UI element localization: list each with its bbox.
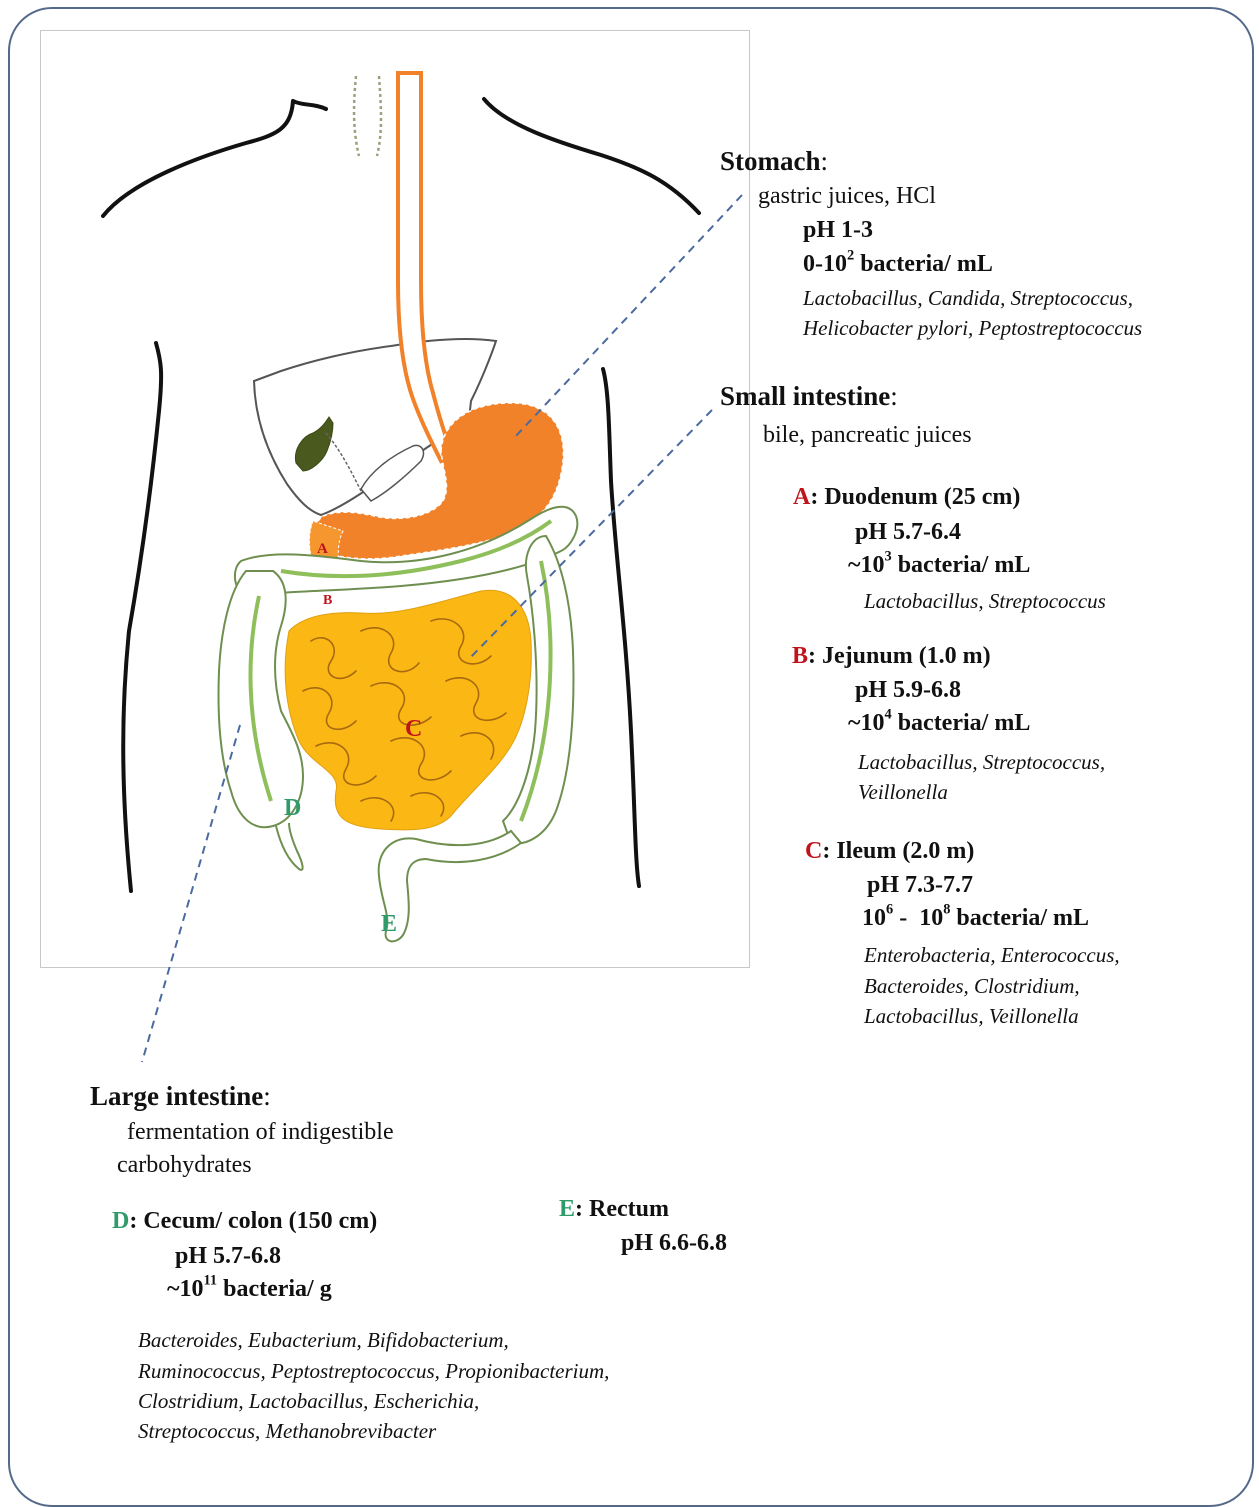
stomach-genera-1: Lactobacillus, Candida, Streptococcus,: [803, 288, 1133, 309]
large-intestine-title: Large intestine: [90, 1081, 263, 1111]
stomach-bacteria-pre: 0-10: [803, 251, 847, 277]
duodenum-bacteria-post: bacteria/ mL: [892, 552, 1031, 578]
ileum-bacteria-pre: 10: [862, 905, 886, 931]
cecum-label: : Cecum/ colon (150 cm): [129, 1208, 377, 1234]
rectum-label: : Rectum: [575, 1196, 669, 1222]
jejunum-bacteria: ~104 bacteria/ mL: [848, 711, 1030, 735]
rectum-ph: pH 6.6-6.8: [621, 1231, 727, 1255]
sigmoid-rectum: [379, 831, 521, 941]
diagram-mark-c: C: [405, 716, 422, 742]
ileum-bacteria-post: bacteria/ mL: [950, 905, 1089, 931]
ileum-letter: C: [805, 838, 822, 864]
cecum-genera-2: Ruminococcus, Peptostreptococcus, Propio…: [138, 1361, 609, 1382]
ileum-genera-1: Enterobacteria, Enterococcus,: [864, 945, 1120, 966]
small-intestine-title: Small intestine: [720, 381, 890, 411]
ileum-bacteria: 106 - 108 bacteria/ mL: [862, 906, 1089, 930]
ileum-heading: C: Ileum (2.0 m): [805, 839, 974, 863]
rectum-letter: E: [559, 1196, 575, 1222]
duodenum-letter: A: [793, 484, 810, 510]
stomach-colon: :: [821, 146, 829, 176]
stomach-heading: Stomach:: [720, 148, 828, 175]
stomach-genera-2: Helicobacter pylori, Peptostreptococcus: [803, 318, 1142, 339]
trachea: [354, 76, 381, 156]
stomach-bacteria: 0-102 bacteria/ mL: [803, 252, 993, 276]
cecum-ph: pH 5.7-6.8: [175, 1244, 281, 1268]
large-intestine-heading: Large intestine:: [90, 1083, 271, 1110]
digestive-tract-drawing: A B C D E: [41, 31, 751, 969]
cecum-letter: D: [112, 1208, 129, 1234]
jejunum-bacteria-pre: ~10: [848, 710, 884, 736]
diagram-mark-b: B: [323, 593, 332, 608]
appendix: [276, 823, 303, 870]
small-intestine: [285, 590, 531, 830]
cecum-bacteria-exp: 11: [203, 1272, 217, 1288]
jejunum-heading: B: Jejunum (1.0 m): [792, 644, 991, 668]
jejunum-genera-1: Lactobacillus, Streptococcus,: [858, 752, 1105, 773]
cecum-heading: D: Cecum/ colon (150 cm): [112, 1209, 377, 1233]
duodenum-bacteria-exp: 3: [884, 548, 891, 564]
duodenum-bacteria-pre: ~10: [848, 552, 884, 578]
cecum-genera-4: Streptococcus, Methanobrevibacter: [138, 1421, 436, 1442]
left-shoulder-outline: [103, 101, 326, 216]
stomach-desc: gastric juices, HCl: [758, 184, 936, 208]
stomach-ph: pH 1-3: [803, 218, 873, 242]
duodenum-ph: pH 5.7-6.4: [855, 520, 961, 544]
jejunum-bacteria-post: bacteria/ mL: [892, 710, 1031, 736]
cecum-bacteria-pre: ~10: [167, 1276, 203, 1302]
left-torso-outline: [123, 343, 161, 891]
duodenum-heading: A: Duodenum (25 cm): [793, 485, 1020, 509]
right-torso-outline: [603, 369, 639, 886]
ileum-bacteria-mid: - 10: [893, 905, 943, 931]
jejunum-bacteria-exp: 4: [884, 706, 891, 722]
rectum-heading: E: Rectum: [559, 1197, 669, 1221]
ileum-genera-3: Lactobacillus, Veillonella: [864, 1006, 1079, 1027]
anatomy-illustration: A B C D E: [40, 30, 750, 968]
small-intestine-desc: bile, pancreatic juices: [763, 423, 972, 447]
jejunum-genera-2: Veillonella: [858, 782, 948, 803]
duodenum-genera-1: Lactobacillus, Streptococcus: [864, 591, 1106, 612]
jejunum-label: : Jejunum (1.0 m): [808, 643, 991, 669]
small-intestine-heading: Small intestine:: [720, 383, 898, 410]
cecum-bacteria-post: bacteria/ g: [217, 1276, 332, 1302]
cecum-bacteria: ~1011 bacteria/ g: [167, 1277, 332, 1301]
large-intestine-desc-2: carbohydrates: [117, 1153, 252, 1177]
ileum-ph: pH 7.3-7.7: [867, 873, 973, 897]
large-intestine-colon: :: [263, 1081, 271, 1111]
diagram-mark-d: D: [284, 795, 301, 821]
large-intestine-desc-1: fermentation of indigestible: [127, 1120, 394, 1144]
cecum-genera-3: Clostridium, Lactobacillus, Escherichia,: [138, 1391, 479, 1412]
jejunum-ph: pH 5.9-6.8: [855, 678, 961, 702]
cecum-genera-1: Bacteroides, Eubacterium, Bifidobacteriu…: [138, 1330, 509, 1351]
diagram-mark-a: A: [317, 541, 328, 557]
right-shoulder-outline: [484, 99, 699, 213]
duodenum-bacteria: ~103 bacteria/ mL: [848, 553, 1030, 577]
small-intestine-colon: :: [890, 381, 898, 411]
jejunum-letter: B: [792, 643, 808, 669]
ileum-label: : Ileum (2.0 m): [822, 838, 974, 864]
duodenum-label: : Duodenum (25 cm): [810, 484, 1020, 510]
ileum-genera-2: Bacteroides, Clostridium,: [864, 976, 1080, 997]
stomach-bacteria-post: bacteria/ mL: [854, 251, 993, 277]
diagram-mark-e: E: [381, 911, 397, 937]
stomach-title: Stomach: [720, 146, 821, 176]
